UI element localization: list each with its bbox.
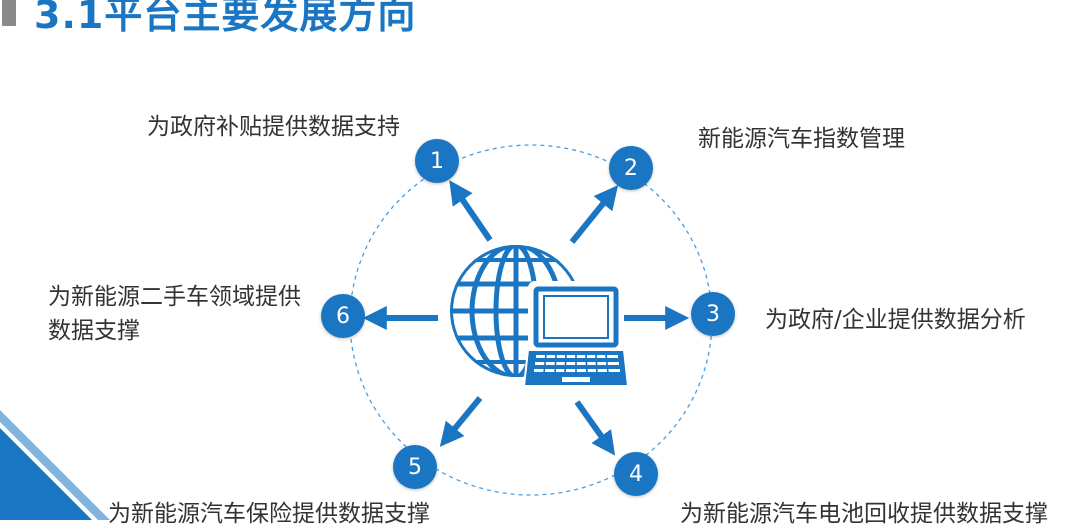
node-4: 4: [614, 452, 658, 496]
node-1: 1: [415, 139, 459, 183]
label-node-4: 为新能源汽车电池回收提供数据支撑: [680, 501, 1048, 527]
node-6: 6: [321, 294, 365, 338]
title-accent-bar: [2, 0, 16, 26]
arrow-to-node-5: [439, 396, 483, 447]
label-node-3: 为政府/企业提供数据分析: [765, 307, 1026, 333]
node-5: 5: [393, 445, 437, 489]
arrow-to-node-2: [569, 185, 619, 244]
node-2: 2: [609, 146, 653, 190]
label-node-5: 为新能源汽车保险提供数据支撑: [108, 501, 430, 527]
label-node-1: 为政府补贴提供数据支持: [147, 114, 400, 140]
label-node-6: 为新能源二手车领域提供数据支撑: [48, 284, 301, 344]
page-title: 3.1平台主要发展方向: [34, 0, 417, 37]
node-3: 3: [691, 292, 735, 336]
globe-laptop-icon: [450, 245, 630, 387]
label-node-2: 新能源汽车指数管理: [698, 126, 905, 152]
arrow-to-node-4: [574, 400, 616, 456]
diagram-canvas: [349, 144, 713, 496]
arrow-to-node-1: [449, 180, 493, 242]
